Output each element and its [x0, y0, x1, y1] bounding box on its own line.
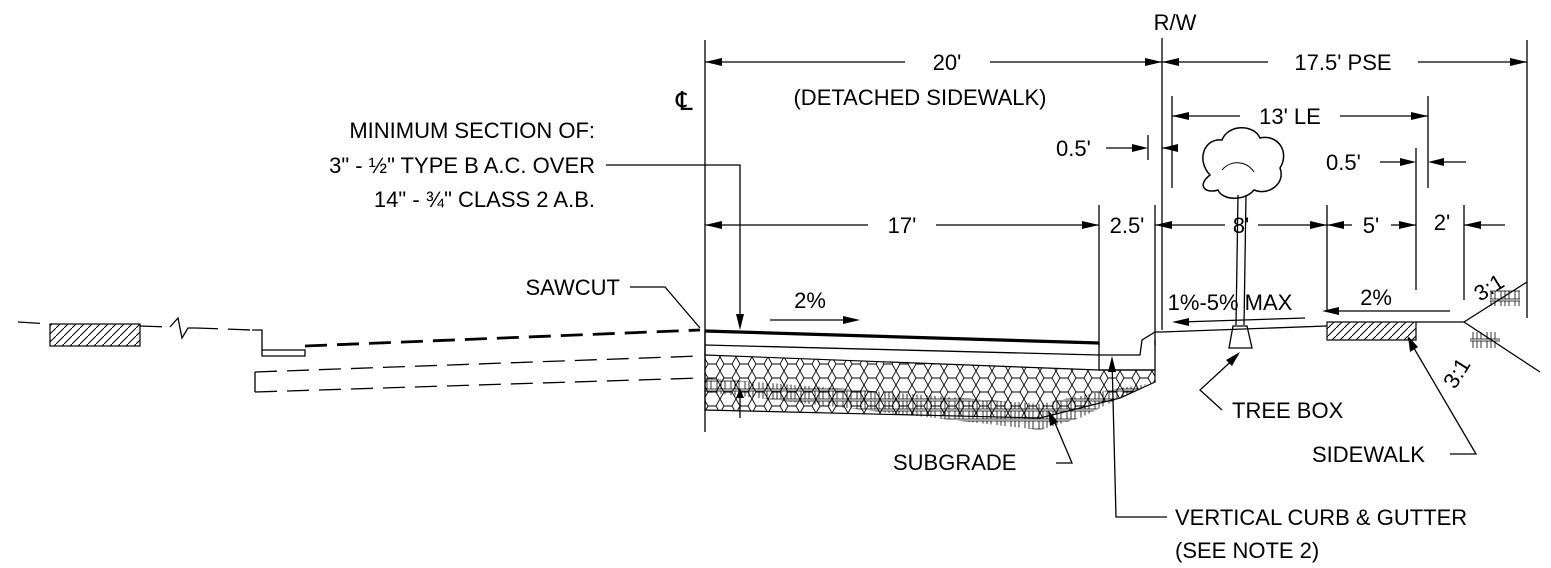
parkway-ground-line	[1161, 325, 1328, 333]
sidewalk-leader	[1407, 336, 1478, 455]
tree-box-shape	[1228, 325, 1253, 349]
dimension-20	[705, 58, 1162, 66]
cut-slope-hatch	[1490, 290, 1520, 306]
pct-2-right-label: 2%	[1360, 285, 1392, 310]
subgrade-leader	[1048, 410, 1073, 464]
sidewalk-label: SIDEWALK	[1312, 442, 1425, 467]
dimension-5	[1327, 221, 1416, 229]
curb-gutter-label-2: (SEE NOTE 2)	[1175, 538, 1319, 563]
pct-range-label: 1%-5% MAX	[1168, 290, 1293, 315]
detached-sidewalk-label: (DETACHED SIDEWALK)	[793, 85, 1046, 110]
dimension-05-right	[1380, 158, 1466, 166]
dimension-05-left	[1106, 135, 1178, 160]
subgrade-label: SUBGRADE	[893, 450, 1016, 475]
slope-arrow-parkway	[1172, 317, 1306, 326]
rw-label: R/W	[1154, 10, 1197, 35]
curb-gutter-label-1: VERTICAL CURB & GUTTER	[1175, 505, 1467, 530]
sawcut-label: SAWCUT	[525, 275, 620, 300]
sidewalk-slab	[1326, 321, 1417, 341]
min-section-line-3: 14" - ¾" CLASS 2 A.B.	[374, 187, 595, 212]
dim-le-label: 13' LE	[1259, 104, 1321, 129]
centerline-symbol: ℄	[675, 86, 693, 116]
existing-pavement	[17, 316, 701, 393]
curb-gutter	[1098, 331, 1162, 371]
dimension-le	[1172, 112, 1428, 120]
dimension-17	[705, 221, 1099, 229]
slope-arrow-sidewalk	[1322, 307, 1450, 315]
tree-box-label: TREE BOX	[1232, 398, 1344, 423]
dim-05-right-label: 0.5'	[1326, 150, 1361, 175]
slope-3-1-bottom-label: 3:1	[1438, 353, 1475, 392]
dim-20-label: 20'	[933, 50, 962, 75]
dim-25-label: 2.5'	[1110, 213, 1145, 238]
dim-17-label: 17'	[888, 213, 917, 238]
fill-slope-line	[1463, 321, 1541, 373]
subgrade-layer	[705, 378, 1148, 430]
min-section-line-1: MINIMUM SECTION OF:	[349, 118, 595, 143]
min-section-leader	[606, 164, 744, 330]
min-section-line-2: 3" - ½" TYPE B A.C. OVER	[329, 153, 595, 178]
sawcut-leader	[630, 286, 701, 329]
asphalt-layer	[704, 329, 1100, 356]
dim-2-label: 2'	[1434, 210, 1450, 235]
dimension-8	[1155, 221, 1327, 229]
dimension-pse	[1162, 58, 1527, 66]
dimension-2-arrow	[1464, 221, 1505, 229]
curb-gutter-leader	[1108, 356, 1167, 518]
tree-box-leader	[1199, 352, 1240, 411]
fill-slope-hatch	[1470, 332, 1500, 348]
depth-arrow	[736, 388, 744, 398]
dim-05-left-label: 0.5'	[1056, 136, 1091, 161]
pct-2-left-label: 2%	[794, 288, 826, 313]
tree-icon	[1202, 127, 1285, 326]
dim-8-label: 8'	[1233, 213, 1249, 238]
slope-arrow-roadway	[770, 316, 860, 324]
dim-pse-label: 17.5' PSE	[1294, 50, 1391, 75]
dim-5-label: 5'	[1363, 213, 1379, 238]
